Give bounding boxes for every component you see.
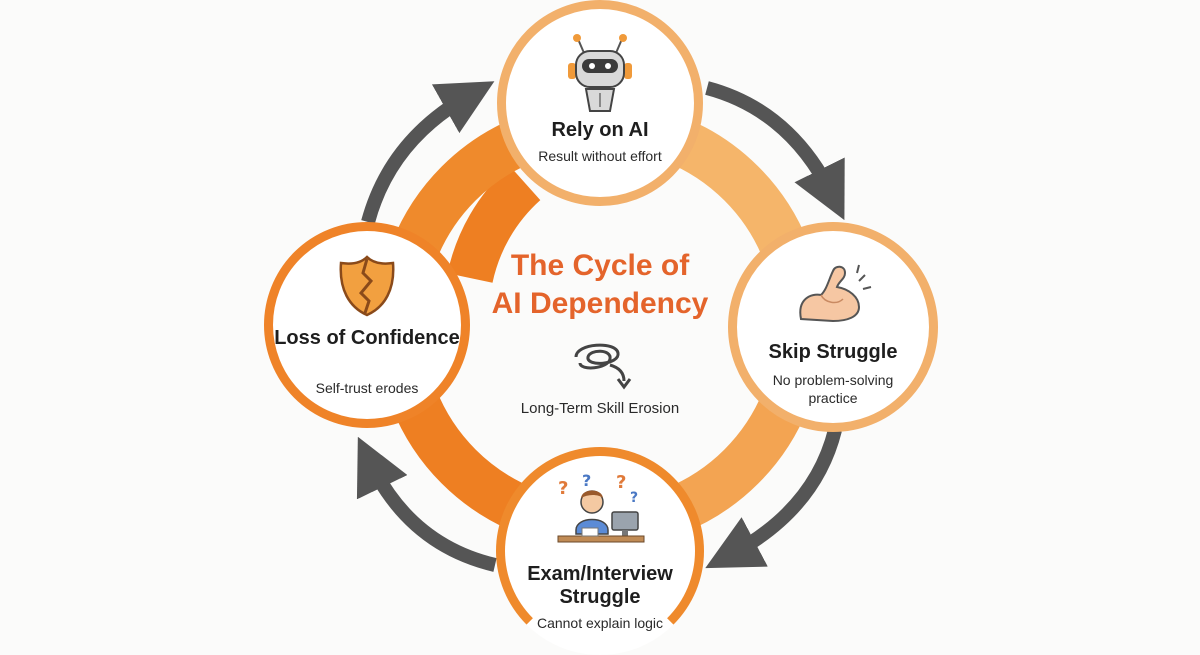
step-exam-interview-struggle: ? ? ? ? Exam/Interview Struggle Cannot e… (496, 447, 704, 655)
step-rely-on-ai: Rely on AI Result without effort (497, 0, 703, 206)
step-title: Rely on AI (551, 119, 649, 141)
svg-text:?: ? (582, 472, 591, 490)
arrow-left-to-top (361, 81, 495, 224)
ring-segment-top-left (447, 165, 541, 284)
step-title: Exam/Interview Struggle (527, 563, 673, 608)
step-subtitle: Result without effort (538, 148, 662, 164)
cracked-shield-icon (339, 255, 395, 317)
arrow-top-to-right (705, 81, 845, 221)
step-skip-struggle: Skip Struggle No problem-solving practic… (728, 222, 938, 432)
svg-text:?: ? (616, 472, 626, 493)
flexed-arm-icon (799, 264, 872, 323)
step-subtitle: Cannot explain logic (536, 615, 664, 631)
center-title-line-2: AI Dependency (491, 287, 709, 320)
svg-text:?: ? (630, 490, 638, 506)
step-subtitle: Self-trust erodes (315, 380, 419, 396)
center-subtitle: Long-Term Skill Erosion (520, 400, 680, 417)
center-title-line-1: The Cycle of (510, 249, 690, 282)
svg-text:?: ? (558, 478, 568, 499)
confused-person-icon: ? ? ? ? (557, 472, 645, 543)
step-loss-of-confidence: Loss of Confidence Self-trust erodes (264, 222, 470, 428)
swirl-down-arrow-icon (574, 343, 632, 390)
center-title: The Cycle of AI Dependency (460, 247, 740, 323)
robot-icon (568, 34, 632, 112)
arrow-bottom-to-left (356, 436, 497, 572)
step-title: Loss of Confidence (274, 327, 460, 349)
arrow-right-to-bottom (705, 428, 842, 569)
step-title: Skip Struggle (768, 341, 898, 363)
step-subtitle: No problem-solving practice (772, 372, 894, 406)
